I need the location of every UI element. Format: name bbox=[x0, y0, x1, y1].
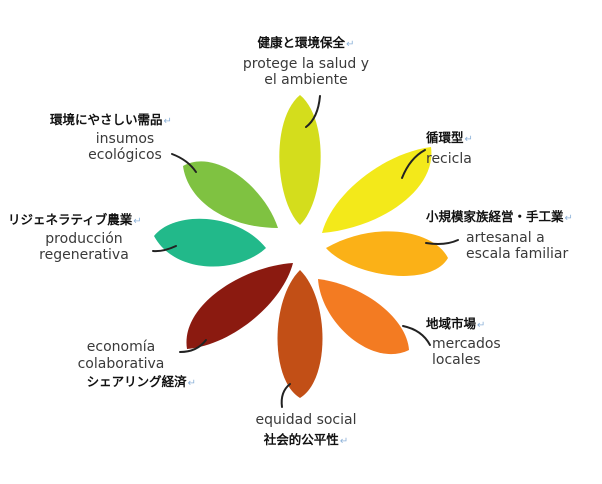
petal-family bbox=[326, 231, 448, 276]
label-recycle: 循環型↵ recicla bbox=[426, 128, 473, 167]
label-regen-jp: リジェネラティブ農業↵ bbox=[8, 212, 142, 227]
label-local: 地域市場↵ mercados locales bbox=[426, 314, 501, 369]
label-regen: リジェネラティブ農業↵ producción regenerativa bbox=[8, 212, 160, 264]
label-sharing: economía colaborativa シェアリング経済↵ bbox=[56, 339, 196, 390]
label-sharing-jp: シェアリング経済↵ bbox=[86, 374, 196, 390]
petal-regen bbox=[154, 218, 266, 267]
connector-family bbox=[425, 239, 459, 245]
petal-sharing bbox=[186, 263, 293, 349]
label-regen-es-2: regenerativa bbox=[39, 247, 129, 264]
connector-recycle bbox=[401, 149, 426, 179]
label-health-es-1: protege la salud y bbox=[242, 55, 370, 72]
petal-recycle bbox=[322, 147, 432, 233]
label-equity-es-1: equidad social bbox=[255, 412, 357, 428]
return-icon: ↵ bbox=[464, 134, 473, 145]
label-recycle-es-1: recicla bbox=[426, 150, 472, 167]
petal-health bbox=[279, 95, 321, 225]
return-icon: ↵ bbox=[564, 213, 573, 224]
petal-local bbox=[318, 279, 409, 355]
petal-equity bbox=[277, 270, 323, 398]
label-eco: 環境にやさしい需品↵ insumos ecológicos bbox=[50, 112, 200, 164]
return-icon: ↵ bbox=[187, 378, 196, 390]
label-equity: equidad social 社会的公平性↵ bbox=[226, 412, 386, 447]
connector-health bbox=[305, 95, 321, 128]
label-recycle-jp: 循環型↵ bbox=[426, 130, 473, 145]
label-health-es-2: el ambiente bbox=[264, 72, 348, 89]
label-family-es-2: escala familiar bbox=[466, 246, 569, 263]
return-icon: ↵ bbox=[163, 116, 172, 127]
connector-sharing bbox=[179, 339, 207, 353]
label-regen-es-1: producción bbox=[45, 230, 123, 247]
label-family: 小規模家族経営・手工業↵ artesanal a escala familiar bbox=[426, 207, 573, 263]
connector-local bbox=[402, 325, 431, 346]
label-eco-es-1: insumos bbox=[95, 130, 155, 147]
label-health-jp: 健康と環境保全↵ bbox=[257, 35, 355, 50]
label-equity-jp: 社会的公平性↵ bbox=[263, 431, 349, 447]
label-health: 健康と環境保全↵ protege la salud y el ambiente bbox=[226, 33, 386, 89]
label-local-es-2: locales bbox=[432, 352, 481, 369]
label-local-es-1: mercados bbox=[432, 335, 501, 352]
return-icon: ↵ bbox=[133, 216, 142, 227]
return-icon: ↵ bbox=[339, 435, 349, 447]
label-eco-jp: 環境にやさしい需品↵ bbox=[50, 112, 172, 127]
connector-regen bbox=[152, 245, 177, 253]
connector-eco bbox=[171, 153, 197, 173]
label-sharing-es-1: economía bbox=[86, 339, 156, 355]
label-family-jp: 小規模家族経営・手工業↵ bbox=[426, 209, 573, 224]
label-local-jp: 地域市場↵ bbox=[426, 316, 486, 331]
label-eco-es-2: ecológicos bbox=[88, 147, 162, 164]
label-family-es-1: artesanal a bbox=[466, 229, 545, 246]
label-sharing-es-2: colaborativa bbox=[77, 355, 165, 372]
return-icon: ↵ bbox=[477, 320, 486, 331]
connector-equity bbox=[280, 383, 291, 408]
return-icon: ↵ bbox=[346, 39, 355, 50]
petal-eco bbox=[183, 161, 278, 228]
